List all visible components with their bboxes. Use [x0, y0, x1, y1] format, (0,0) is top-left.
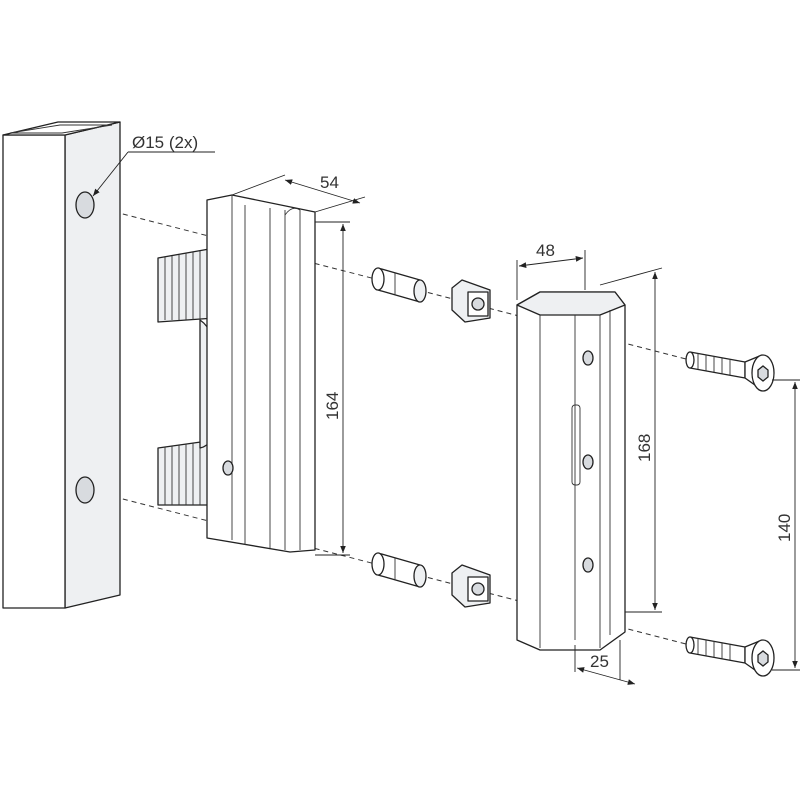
insert-sleeve-top [371, 267, 427, 303]
screw-top [685, 351, 775, 392]
square-nut-top [451, 279, 491, 323]
hole-spacing-label: 140 [775, 514, 794, 542]
dimension-164: 164 [315, 221, 350, 556]
dimension-168: 168 [599, 267, 663, 613]
dimension-140: 140 [772, 379, 800, 671]
hole-diameter-callout: Ø15 (2x) [92, 133, 215, 197]
screw-bottom [685, 636, 775, 677]
square-nut-bottom [451, 564, 491, 608]
cover-offset-label: 25 [590, 652, 609, 671]
bracket-depth-label: 54 [320, 173, 339, 192]
square-post [2, 121, 121, 609]
post-hole-bottom [75, 476, 95, 504]
dimension-25: 25 [574, 640, 636, 685]
gate-bracket [157, 194, 316, 553]
dimension-54: 54 [231, 173, 366, 213]
dimension-48: 48 [516, 241, 586, 300]
cover-height-label: 168 [635, 434, 654, 462]
cover-depth-label: 48 [536, 241, 555, 260]
hole-diameter-label: Ø15 (2x) [132, 133, 198, 152]
insert-sleeve-bottom [371, 552, 427, 588]
bracket-height-label: 164 [323, 392, 342, 420]
post-hole-top [75, 191, 95, 219]
bracket-cover [516, 291, 626, 651]
